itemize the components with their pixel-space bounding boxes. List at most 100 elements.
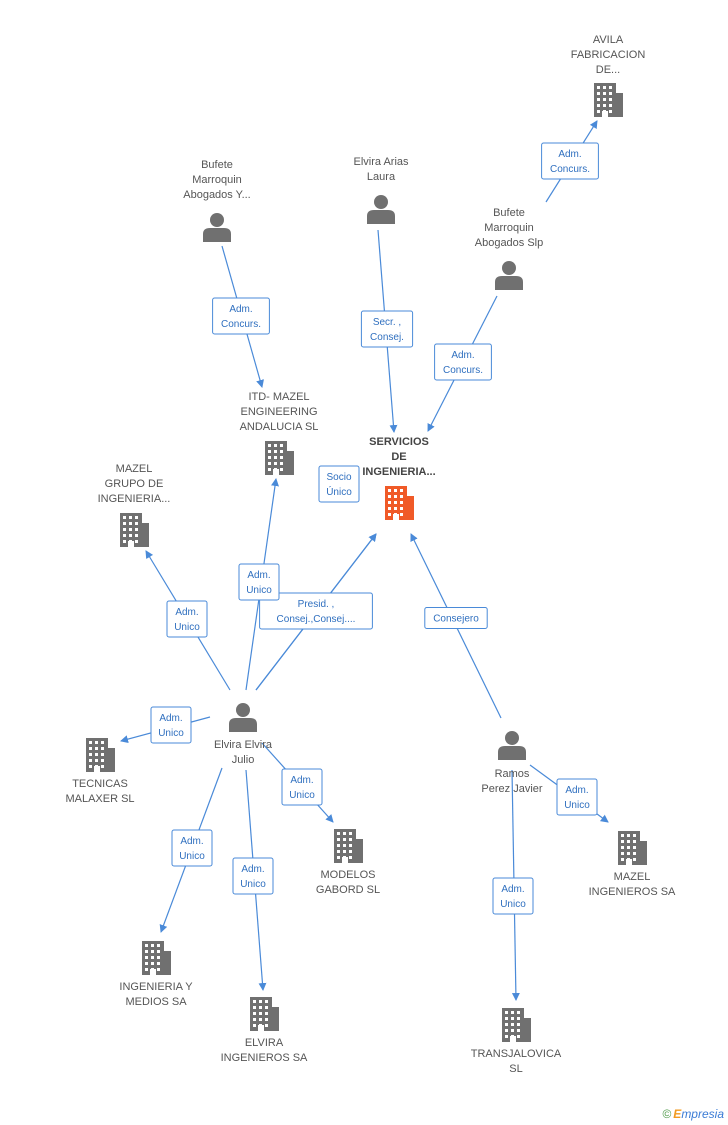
node-label: INGENIERIA... <box>98 493 171 505</box>
node-label: MEDIOS SA <box>125 996 187 1008</box>
edge-label-text: Adm. <box>558 149 581 160</box>
node-label: Abogados Slp <box>475 237 544 249</box>
node-label: MALAXER SL <box>65 793 134 805</box>
edge-label-text: Presid. , <box>298 599 335 610</box>
edge-label-text: Adm. <box>175 607 198 618</box>
edge-label-box <box>150 706 192 744</box>
edge-label[interactable]: Adm.Unico <box>232 857 274 895</box>
edge-label-box <box>212 297 270 335</box>
edge-label[interactable]: Adm. Unico <box>492 877 534 915</box>
node-servicios[interactable]: SERVICIOSDEINGENIERIA... <box>362 436 436 520</box>
edge-label-box <box>556 778 598 816</box>
node-label: Elvira Elvira <box>214 739 273 751</box>
node-avila[interactable]: AVILAFABRICACIONDE... <box>571 34 646 117</box>
edge-label-text: Unico <box>246 585 272 596</box>
nodes-layer: AVILAFABRICACIONDE...BufeteMarroquinAbog… <box>65 34 676 1075</box>
node-label: TRANSJALOVICA <box>471 1048 562 1060</box>
node-label: ELVIRA <box>245 1037 284 1049</box>
edge-label-text: Único <box>326 485 352 498</box>
node-modelos[interactable]: MODELOS GABORD SL <box>316 829 380 896</box>
node-elvira_ing[interactable]: ELVIRA INGENIEROS SA <box>221 997 308 1064</box>
edge-label[interactable]: Adm.Unico <box>556 778 598 816</box>
center-company-icon <box>385 486 414 520</box>
node-label: TECNICAS <box>72 778 128 790</box>
node-label: ANDALUCIA SL <box>240 421 319 433</box>
node-label: INGENIEROS SA <box>221 1052 308 1064</box>
node-label: Marroquin <box>484 222 534 234</box>
person-icon <box>495 261 523 290</box>
building-icon <box>120 513 149 547</box>
edge-label-box <box>259 592 373 630</box>
edge-label-text: Consej. <box>370 332 404 343</box>
node-label: ITD- MAZEL <box>248 391 309 403</box>
edge-label[interactable]: Adm.Concurs. <box>212 297 270 335</box>
node-label: SERVICIOS <box>369 436 429 448</box>
edge-label-text: Adm. <box>501 884 524 895</box>
brand-name: mpresia <box>681 1107 724 1121</box>
edge-label-box <box>166 600 208 638</box>
edge-label[interactable]: Consejero <box>424 607 488 629</box>
node-label: AVILA <box>593 34 624 46</box>
edge-label-text: Concurs. <box>221 319 261 330</box>
node-label: Bufete <box>201 159 233 171</box>
edge-label-text: Adm. <box>290 775 313 786</box>
edge-label[interactable]: Adm.Unico <box>150 706 192 744</box>
edge-label[interactable]: Adm.Unico <box>281 768 323 806</box>
edge-label-text: Unico <box>500 899 526 910</box>
edge-labels-layer: Adm.Concurs.Adm.Concurs.Secr. ,Consej.Ad… <box>150 142 599 915</box>
edge-label-text: Consej.,Consej.... <box>277 614 356 625</box>
building-icon <box>618 831 647 865</box>
edge-label[interactable]: Adm.Unico <box>166 600 208 638</box>
node-label: ENGINEERING <box>240 406 317 418</box>
edge-label[interactable]: Adm.Concurs. <box>541 142 599 180</box>
node-label: Julio <box>232 754 255 766</box>
building-icon <box>265 441 294 475</box>
node-label: GABORD SL <box>316 884 380 896</box>
edge-label[interactable]: Presid. , Consej.,Consej.... <box>259 592 373 630</box>
node-tecnicas[interactable]: TECNICAS MALAXER SL <box>65 738 135 805</box>
edge-label[interactable]: Adm. Unico <box>238 563 280 601</box>
edge-label-text: Socio <box>326 472 351 483</box>
edge-label-text: Adm. <box>159 713 182 724</box>
edge-label-box <box>232 857 274 895</box>
person-icon <box>367 195 395 224</box>
edge-label-box <box>238 563 280 601</box>
edge-label[interactable]: Adm.Unico <box>171 829 213 867</box>
node-label: Bufete <box>493 207 525 219</box>
node-label: Ramos <box>495 768 530 780</box>
edge-label-box <box>434 343 492 381</box>
building-icon <box>142 941 171 975</box>
node-label: Marroquin <box>192 174 242 186</box>
building-icon <box>86 738 115 772</box>
edge-label-box <box>318 465 360 503</box>
edge-label-text: Adm. <box>247 570 270 581</box>
node-label: MAZEL <box>614 871 651 883</box>
person-icon <box>203 213 231 242</box>
node-label: DE... <box>596 64 620 76</box>
edge-label-box <box>360 310 414 348</box>
building-icon <box>334 829 363 863</box>
person-icon <box>498 731 526 760</box>
node-label: MODELOS <box>320 869 375 881</box>
edge-label[interactable]: Adm.Concurs. <box>434 343 492 381</box>
edge-label-text: Secr. , <box>373 317 401 328</box>
node-label: Perez Javier <box>481 783 542 795</box>
node-itd[interactable]: ITD- MAZEL ENGINEERING ANDALUCIA SL <box>240 391 319 475</box>
node-label: Elvira Arias <box>353 156 409 168</box>
building-icon <box>250 997 279 1031</box>
node-label: DE <box>391 451 406 463</box>
node-label: Abogados Y... <box>183 189 251 201</box>
edge-label[interactable]: Secr. , Consej. <box>360 310 414 348</box>
edge-label-box <box>171 829 213 867</box>
